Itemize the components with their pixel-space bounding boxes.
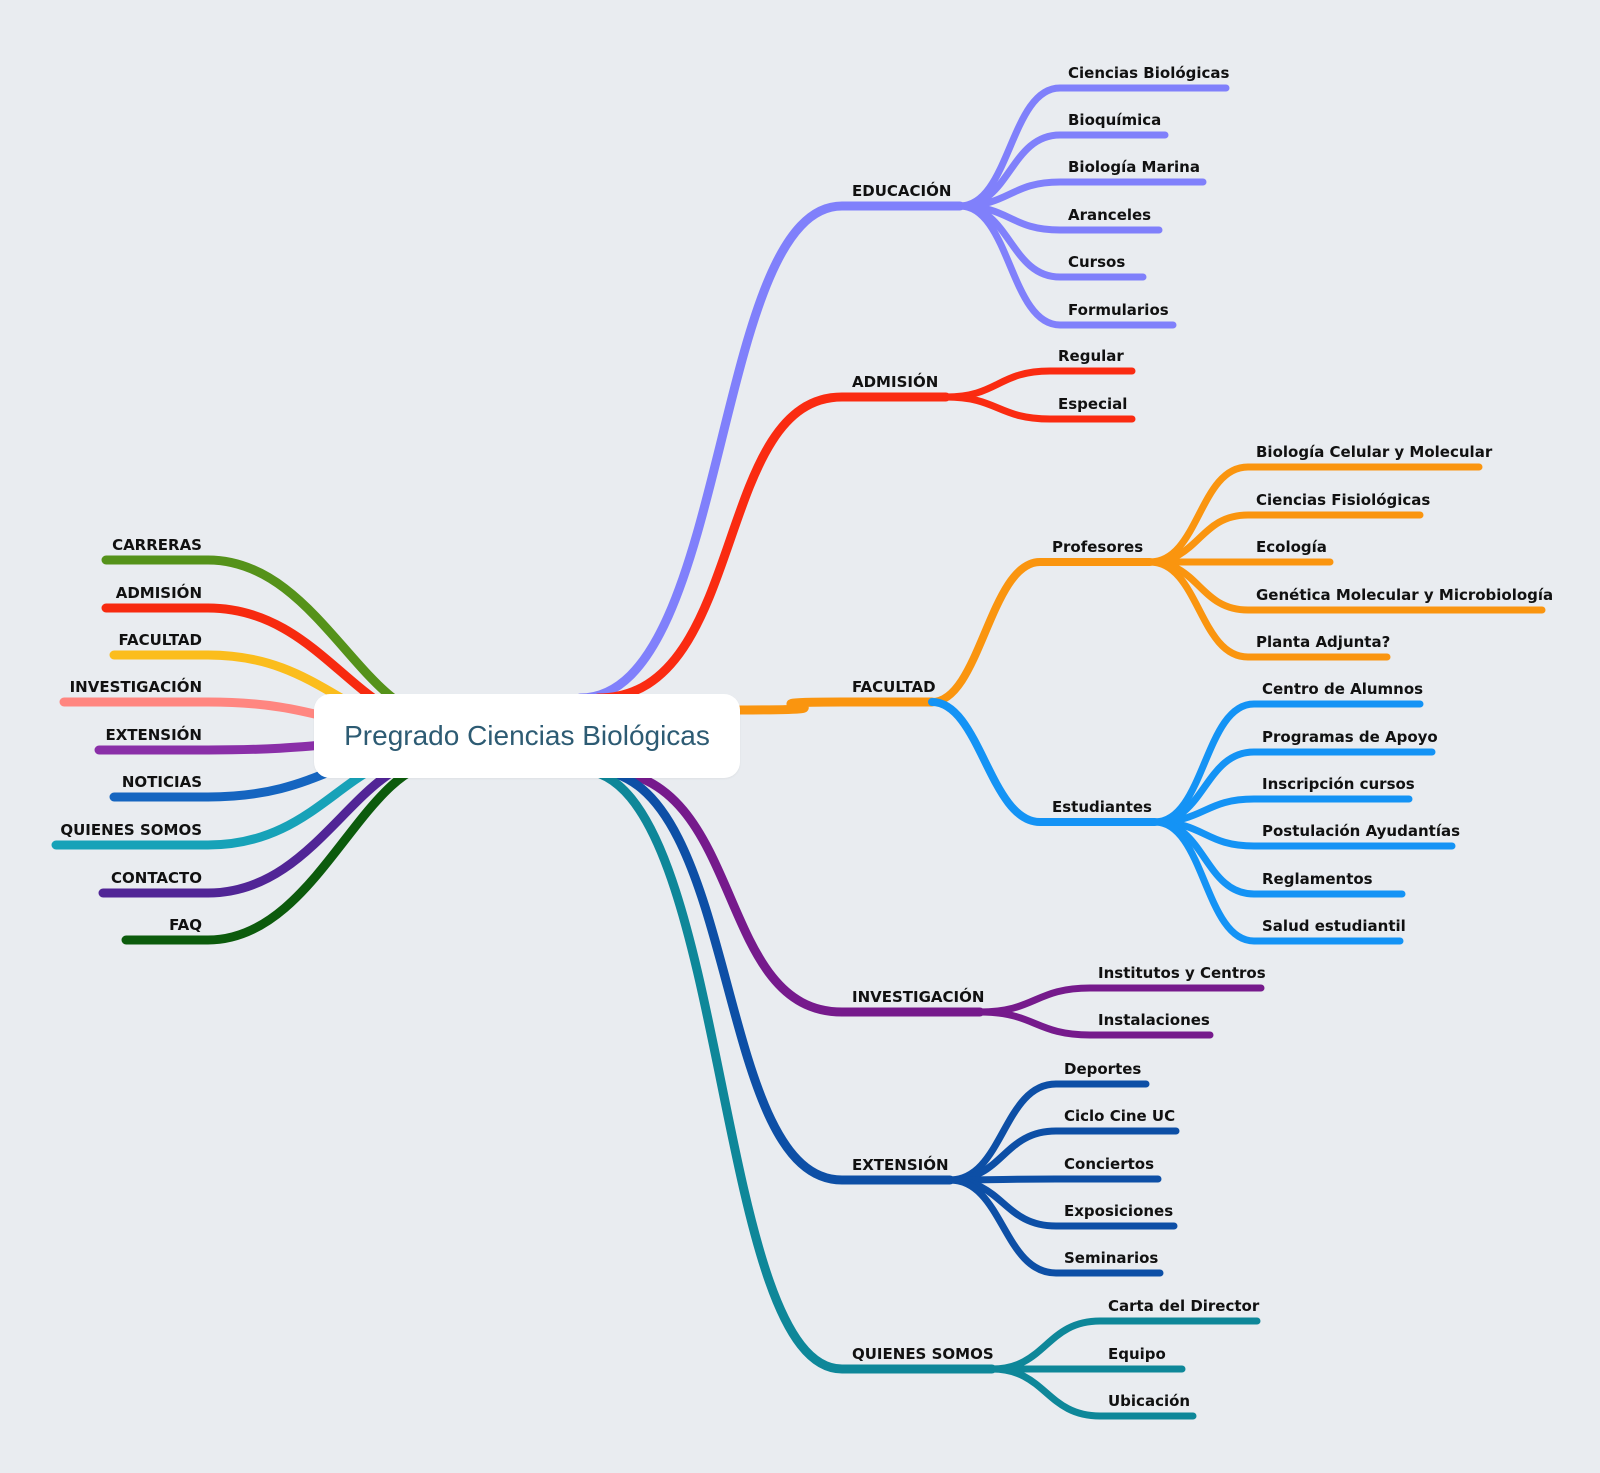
- branch-connectors: [51, 84, 1546, 1420]
- left-branch-extension-label[interactable]: EXTENSIÓN: [105, 725, 202, 744]
- left-branch-investigacion-label[interactable]: INVESTIGACIÓN: [70, 677, 202, 696]
- branch-educacion-child-formularios-edge: [956, 202, 1177, 329]
- facultad-profesores-edge: [928, 558, 1154, 706]
- branch-educacion-child-ciencias-biologicas-label[interactable]: Ciencias Biológicas: [1068, 64, 1230, 82]
- branch-quienes-somos-child-ubicacion-edge: [988, 1365, 1197, 1420]
- branch-facultad-edge: [735, 697, 937, 715]
- branch-extension-child-deportes-label[interactable]: Deportes: [1064, 1060, 1141, 1078]
- facultad-profesores-label[interactable]: Profesores: [1052, 538, 1143, 556]
- central-node[interactable]: Pregrado Ciencias Biológicas: [314, 694, 740, 778]
- facultad-estudiantes-child-programas-de-apoyo-label[interactable]: Programas de Apoyo: [1262, 728, 1438, 746]
- left-branch-quienes-somos-label[interactable]: QUIENES SOMOS: [60, 821, 202, 839]
- facultad-estudiantes-edge: [928, 698, 1159, 826]
- branch-admision-child-regular-label[interactable]: Regular: [1058, 347, 1124, 365]
- branch-educacion-child-aranceles-label[interactable]: Aranceles: [1068, 206, 1151, 224]
- branch-facultad-label[interactable]: FACULTAD: [852, 678, 936, 696]
- branch-extension-child-ciclo-cine-uc-label[interactable]: Ciclo Cine UC: [1064, 1107, 1175, 1125]
- left-branch-faq-label[interactable]: FAQ: [169, 916, 202, 934]
- branch-extension-label[interactable]: EXTENSIÓN: [852, 1155, 949, 1174]
- central-title: Pregrado Ciencias Biológicas: [344, 720, 710, 751]
- left-branch-noticias-label[interactable]: NOTICIAS: [122, 773, 202, 791]
- left-branch-contacto-label[interactable]: CONTACTO: [111, 869, 202, 887]
- branch-admision-label[interactable]: ADMISIÓN: [852, 372, 938, 391]
- branch-investigacion-child-institutos-y-centros-label[interactable]: Institutos y Centros: [1098, 964, 1266, 982]
- branch-educacion-child-cursos-label[interactable]: Cursos: [1068, 253, 1125, 271]
- facultad-estudiantes-label[interactable]: Estudiantes: [1052, 798, 1152, 816]
- branch-educacion-edge: [575, 201, 965, 703]
- facultad-profesores-child-planta-adjunta-label[interactable]: Planta Adjunta?: [1256, 633, 1390, 651]
- branch-extension-child-exposiciones-label[interactable]: Exposiciones: [1064, 1202, 1173, 1220]
- branch-investigacion-child-instalaciones-label[interactable]: Instalaciones: [1098, 1011, 1210, 1029]
- facultad-profesores-child-biologia-celular-y-molecular-label[interactable]: Biología Celular y Molecular: [1256, 443, 1493, 461]
- branch-quienes-somos-child-carta-del-director-label[interactable]: Carta del Director: [1108, 1297, 1260, 1315]
- branch-investigacion-label[interactable]: INVESTIGACIÓN: [852, 987, 984, 1006]
- branch-extension-child-conciertos-edge: [946, 1175, 1162, 1184]
- branch-quienes-somos-label[interactable]: QUIENES SOMOS: [852, 1345, 994, 1363]
- facultad-estudiantes-child-salud-estudiantil-label[interactable]: Salud estudiantil: [1262, 917, 1406, 935]
- branch-admision-child-regular-edge: [942, 367, 1136, 401]
- branch-educacion-child-bioquimica-label[interactable]: Bioquímica: [1068, 111, 1161, 129]
- branch-investigacion-edge: [593, 765, 985, 1017]
- branch-investigacion-child-instalaciones-edge: [976, 1008, 1214, 1039]
- branch-labels: CARRERAS ADMISIÓN FACULTAD INVESTIGACIÓN EXT…: [60, 64, 1553, 1410]
- left-branch-facultad-label[interactable]: FACULTAD: [118, 631, 202, 649]
- branch-admision-child-especial-edge: [942, 393, 1136, 423]
- branch-extension-child-conciertos-label[interactable]: Conciertos: [1064, 1155, 1154, 1173]
- facultad-estudiantes-child-reglamentos-label[interactable]: Reglamentos: [1262, 870, 1373, 888]
- left-branch-admision-label[interactable]: ADMISIÓN: [116, 583, 202, 602]
- branch-admision-edge: [593, 392, 951, 703]
- branch-quienes-somos-edge: [575, 765, 997, 1374]
- branch-educacion-child-formularios-label[interactable]: Formularios: [1068, 301, 1169, 319]
- facultad-estudiantes-child-postulacion-ayudantias-label[interactable]: Postulación Ayudantías: [1262, 822, 1460, 840]
- branch-investigacion-child-institutos-y-centros-edge: [976, 984, 1265, 1016]
- facultad-profesores-child-ecologia-label[interactable]: Ecología: [1256, 538, 1327, 556]
- facultad-estudiantes-child-salud-estudiantil-edge: [1151, 818, 1404, 945]
- facultad-estudiantes-child-centro-de-alumnos-label[interactable]: Centro de Alumnos: [1262, 680, 1423, 698]
- branch-admision-child-especial-label[interactable]: Especial: [1058, 395, 1127, 413]
- branch-educacion-label[interactable]: EDUCACIÓN: [852, 181, 951, 200]
- branch-educacion-child-biologia-marina-label[interactable]: Biología Marina: [1068, 158, 1200, 176]
- branch-quienes-somos-child-ubicacion-label[interactable]: Ubicación: [1108, 1392, 1190, 1410]
- facultad-profesores-child-ciencias-fisiologicas-label[interactable]: Ciencias Fisiológicas: [1256, 491, 1430, 509]
- branch-extension-child-seminarios-edge: [946, 1176, 1164, 1277]
- branch-extension-child-seminarios-label[interactable]: Seminarios: [1064, 1249, 1158, 1267]
- facultad-profesores-child-genetica-molecular-y-microbiologia-label[interactable]: Genética Molecular y Microbiología: [1256, 586, 1553, 604]
- facultad-estudiantes-child-inscripcion-cursos-label[interactable]: Inscripción cursos: [1262, 775, 1415, 793]
- branch-quienes-somos-child-equipo-label[interactable]: Equipo: [1108, 1345, 1166, 1363]
- facultad-profesores-child-planta-adjunta-edge: [1146, 558, 1391, 661]
- branch-extension-edge: [587, 765, 955, 1185]
- left-branch-carreras-label[interactable]: CARRERAS: [112, 536, 202, 554]
